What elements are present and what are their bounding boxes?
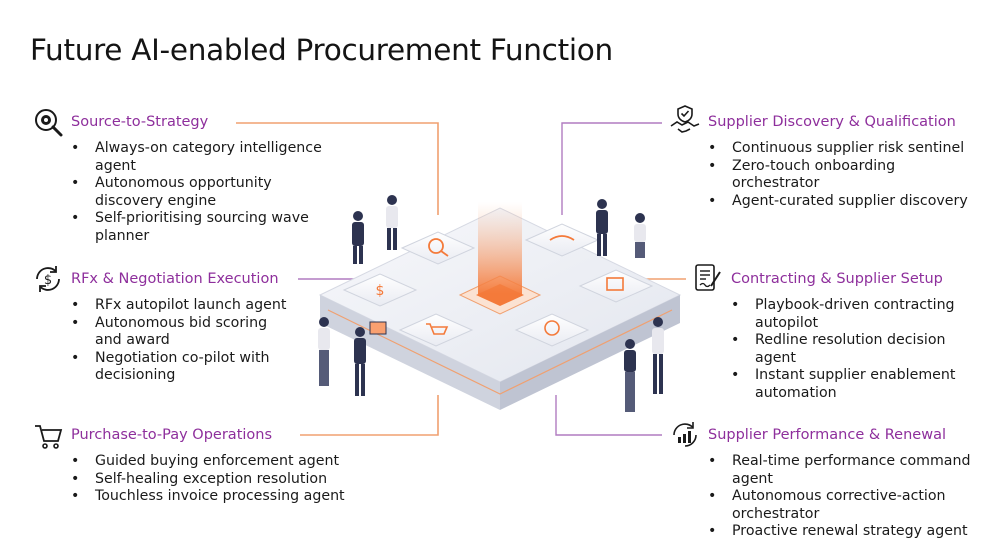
tile-cart xyxy=(398,313,474,347)
bullet-item: Negotiation co-pilot with decisioning xyxy=(71,350,293,385)
connector-supplier-discovery xyxy=(561,122,662,215)
person-3 xyxy=(596,199,608,256)
section-title: Source-to-Strategy xyxy=(71,114,209,130)
connector-source-to-strategy xyxy=(236,122,439,215)
bullet-item: Continuous supplier risk sentinel xyxy=(708,140,968,158)
bullet-item: Self-prioritising sourcing wave planner xyxy=(71,210,323,245)
bullet-item: RFx autopilot launch agent xyxy=(71,297,293,315)
tile-handshake xyxy=(524,223,600,257)
procurement-platform-illustration: $ xyxy=(318,195,682,412)
tile-refresh xyxy=(514,313,590,347)
bullet-item: Touchless invoice processing agent xyxy=(71,488,371,506)
bullet-item: Playbook-driven contracting autopilot xyxy=(731,297,971,332)
bullet-item: Real-time performance command agent xyxy=(708,453,980,488)
core-node xyxy=(458,202,542,315)
bullet-item: Self-healing exception resolution xyxy=(71,471,371,489)
bullet-item: Autonomous bid scoring and award xyxy=(71,315,293,350)
person-5 xyxy=(318,317,330,386)
bullet-item: Zero-touch onboarding orchestrator xyxy=(708,158,968,193)
section-title: RFx & Negotiation Execution xyxy=(71,271,279,287)
bullet-item: Instant supplier enablement automation xyxy=(731,367,971,402)
bullet-list: Always-on category intelligence agent Au… xyxy=(71,140,323,246)
tile-contract xyxy=(578,269,654,303)
contract-pen-icon xyxy=(695,264,721,291)
laptop xyxy=(369,321,387,335)
person-4 xyxy=(634,213,646,258)
dollar-cycle-icon: $ xyxy=(36,266,60,292)
section-title: Supplier Performance & Renewal xyxy=(708,427,946,443)
bullet-item: Proactive renewal strategy agent xyxy=(708,523,980,541)
bullet-item: Redline resolution decision agent xyxy=(731,332,971,367)
section-title: Contracting & Supplier Setup xyxy=(731,271,943,287)
tile-magnifier xyxy=(400,231,476,265)
performance-chart-icon xyxy=(673,422,697,447)
page-title: Future AI-enabled Procurement Function xyxy=(30,33,613,67)
bullet-list: Guided buying enforcement agent Self-hea… xyxy=(71,453,371,506)
tile-dollar: $ xyxy=(342,273,418,307)
person-7 xyxy=(624,339,636,412)
module-tiles: $ xyxy=(342,223,654,347)
bullet-item: Autonomous corrective-action orchestrato… xyxy=(708,488,980,523)
bullet-item: Guided buying enforcement agent xyxy=(71,453,371,471)
bullet-item: Autonomous opportunity discovery engine xyxy=(71,175,323,210)
handshake-shield-icon xyxy=(670,105,700,133)
bullet-list: Real-time performance command agent Auto… xyxy=(708,453,980,541)
shopping-cart-icon xyxy=(35,425,63,449)
magnifier-target-icon xyxy=(35,109,63,137)
svg-text:$: $ xyxy=(376,283,385,299)
bullet-item: Always-on category intelligence agent xyxy=(71,140,323,175)
person-1 xyxy=(352,211,364,264)
connector-supplier-performance xyxy=(555,395,662,436)
section-title: Supplier Discovery & Qualification xyxy=(708,114,956,130)
bullet-item: Agent-curated supplier discovery xyxy=(708,193,968,211)
people-figures xyxy=(318,195,664,412)
person-8 xyxy=(652,317,664,394)
person-2 xyxy=(386,195,398,250)
connector-p2p xyxy=(300,395,439,436)
section-title: Purchase-to-Pay Operations xyxy=(71,427,273,443)
svg-text:$: $ xyxy=(44,273,52,288)
bullet-list: RFx autopilot launch agent Autonomous bi… xyxy=(71,297,293,385)
person-6 xyxy=(354,327,366,396)
bullet-list: Playbook-driven contracting autopilot Re… xyxy=(731,297,971,403)
bullet-list: Continuous supplier risk sentinel Zero-t… xyxy=(708,140,968,210)
